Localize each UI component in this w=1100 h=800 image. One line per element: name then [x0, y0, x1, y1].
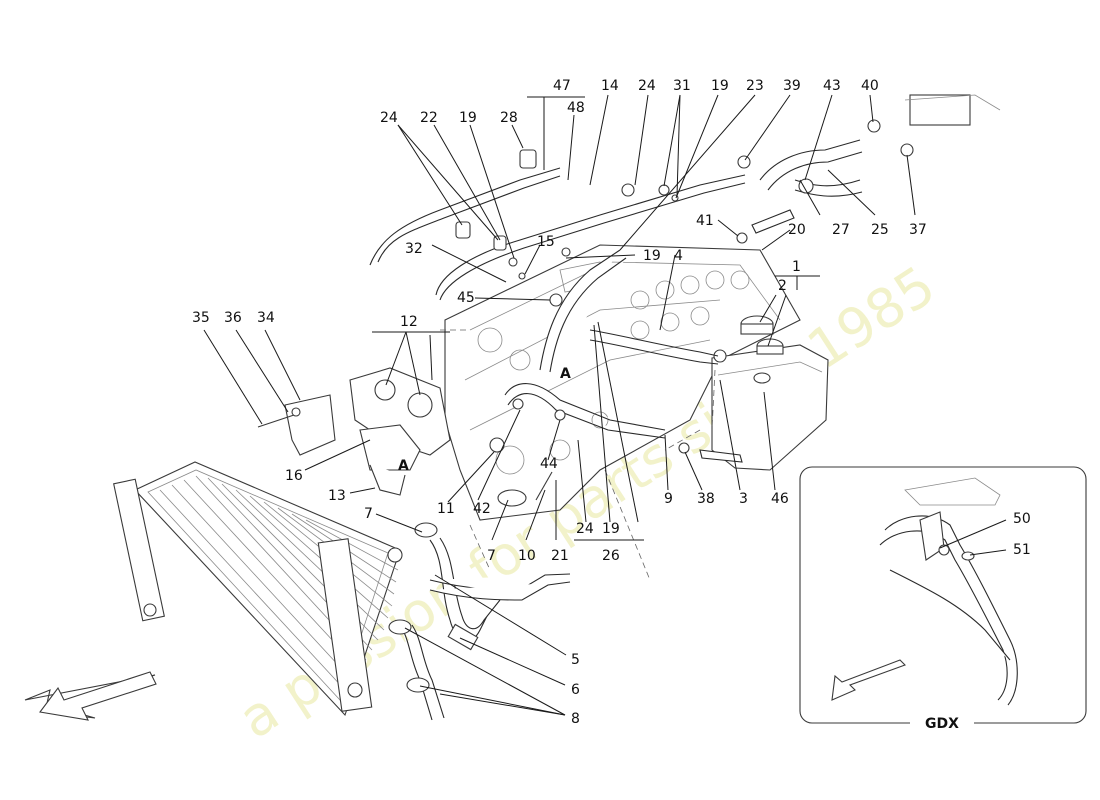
callout-5: 5 — [571, 652, 580, 668]
callout-19-lower: 19 — [602, 521, 620, 537]
callout-24: 24 — [638, 78, 656, 94]
callout-19-mid: 19 — [643, 248, 661, 264]
callout-23: 23 — [746, 78, 764, 94]
callout-4: 4 — [674, 248, 683, 264]
callout-38: 38 — [697, 491, 715, 507]
callout-10: 10 — [518, 548, 536, 564]
callout-19-left: 19 — [459, 110, 477, 126]
callout-32: 32 — [405, 241, 423, 257]
guide-lines — [440, 329, 716, 581]
callout-labels: 47 48 14 24 31 19 23 39 43 40 24 22 19 2… — [192, 78, 1031, 727]
callout-24-left: 24 — [380, 110, 398, 126]
callout-50: 50 — [1013, 511, 1031, 527]
callout-19: 19 — [711, 78, 729, 94]
callout-14: 14 — [601, 78, 619, 94]
callout-51: 51 — [1013, 542, 1031, 558]
coolant-hoses — [369, 139, 863, 721]
callout-34: 34 — [257, 310, 275, 326]
expansion-tank — [678, 315, 829, 471]
callout-28: 28 — [500, 110, 518, 126]
callout-7-upper: 7 — [364, 506, 373, 522]
callout-16: 16 — [285, 468, 303, 484]
callout-6: 6 — [571, 682, 580, 698]
callout-46: 46 — [771, 491, 789, 507]
callout-26: 26 — [602, 548, 620, 564]
callout-A-pump: A — [398, 458, 409, 474]
leader-lines — [203, 94, 916, 716]
callout-A-engine: A — [560, 366, 571, 382]
callout-7-lower: 7 — [487, 548, 496, 564]
callout-40: 40 — [861, 78, 879, 94]
gdx-inset: GDX — [799, 466, 1087, 732]
radiator — [113, 461, 403, 717]
callout-21: 21 — [551, 548, 569, 564]
callout-2: 2 — [778, 278, 787, 294]
callout-11: 11 — [437, 501, 455, 517]
direction-arrow — [24, 671, 157, 721]
callout-47: 47 — [553, 78, 571, 94]
callout-27: 27 — [832, 222, 850, 238]
callout-31: 31 — [673, 78, 691, 94]
callout-22: 22 — [420, 110, 438, 126]
callout-13: 13 — [328, 488, 346, 504]
engine-block — [444, 244, 801, 521]
callout-42: 42 — [473, 501, 491, 517]
callout-15: 15 — [537, 234, 555, 250]
callout-44: 44 — [540, 456, 558, 472]
callout-24-lower: 24 — [576, 521, 594, 537]
inset-label-bg — [910, 714, 974, 732]
callout-8: 8 — [571, 711, 580, 727]
callout-35: 35 — [192, 310, 210, 326]
callout-37: 37 — [909, 222, 927, 238]
callout-41: 41 — [696, 213, 714, 229]
bracket-assembly — [257, 394, 336, 456]
callout-36: 36 — [224, 310, 242, 326]
water-pump-assembly — [349, 367, 451, 496]
callout-48: 48 — [567, 100, 585, 116]
callout-45: 45 — [457, 290, 475, 306]
callout-20: 20 — [788, 222, 806, 238]
callout-25: 25 — [871, 222, 889, 238]
callout-43: 43 — [823, 78, 841, 94]
inset-label: GDX — [925, 716, 959, 732]
callout-3: 3 — [739, 491, 748, 507]
callout-1: 1 — [792, 259, 801, 275]
callout-9: 9 — [664, 491, 673, 507]
callout-39: 39 — [783, 78, 801, 94]
callout-12: 12 — [400, 314, 418, 330]
